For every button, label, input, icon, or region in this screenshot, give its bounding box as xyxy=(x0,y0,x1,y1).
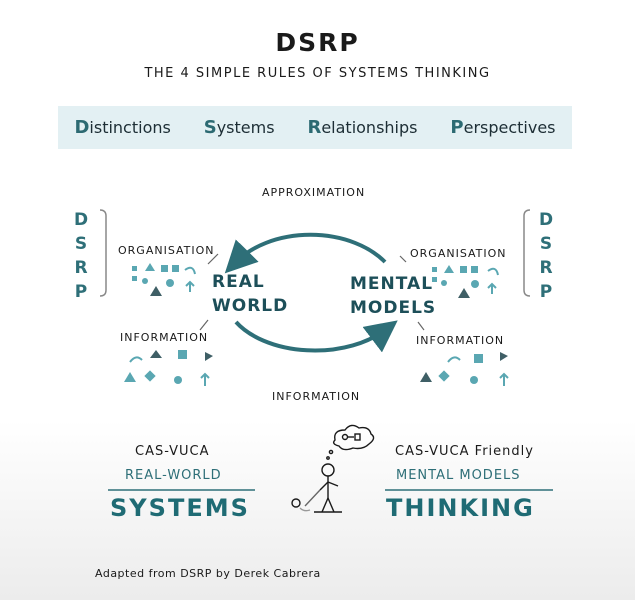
left-information-label: INFORMATION xyxy=(120,331,209,344)
cas-vuca-friendly-label: CAS-VUCA Friendly xyxy=(395,444,534,459)
left-dsrp-column: D S R P xyxy=(72,208,90,304)
right-organisation-shapes xyxy=(432,265,499,298)
cas-vuca-label: CAS-VUCA xyxy=(135,444,210,459)
left-organisation-shapes xyxy=(132,263,196,296)
right-bracket-icon xyxy=(523,209,531,297)
rule-relationships: Relationships xyxy=(307,117,418,138)
rule-systems: Systems xyxy=(203,117,275,138)
approximation-arrow xyxy=(224,232,387,274)
attribution-footer: Adapted from DSRP by Derek Cabrera xyxy=(95,567,321,580)
left-bracket-icon xyxy=(99,209,107,297)
right-information-label: INFORMATION xyxy=(416,334,505,347)
right-organisation-label: ORGANISATION xyxy=(410,247,507,260)
real-world-label: REAL-WORLD xyxy=(125,468,222,483)
left-information-shapes xyxy=(124,350,213,386)
real-world-title: REAL WORLD xyxy=(212,272,289,316)
page-title: DSRP xyxy=(275,28,360,57)
right-information-shapes xyxy=(420,352,509,386)
thinking-person-icon xyxy=(291,424,375,513)
rules-banner: Distinctions Systems Relationships Persp… xyxy=(58,106,572,149)
dsrp-letter: R xyxy=(539,258,553,278)
dsrp-letter: R xyxy=(74,258,88,278)
information-arrow xyxy=(234,320,398,353)
dsrp-letter: P xyxy=(74,282,88,302)
left-organisation-label: ORGANISATION xyxy=(118,244,215,257)
page-subtitle: THE 4 SIMPLE RULES OF SYSTEMS THINKING xyxy=(144,66,491,81)
systems-heading: SYSTEMS xyxy=(110,494,250,522)
rule-perspectives: Perspectives xyxy=(450,117,556,138)
dsrp-letter: S xyxy=(74,234,88,254)
mental-models-label: MENTAL MODELS xyxy=(396,468,521,483)
dsrp-letter: P xyxy=(539,282,553,302)
dsrp-letter: S xyxy=(539,234,553,254)
rule-distinctions: Distinctions xyxy=(74,117,171,138)
dsrp-letter: D xyxy=(538,210,554,230)
right-dsrp-column: D S R P xyxy=(537,208,555,304)
bottom-information-label: INFORMATION xyxy=(272,390,361,403)
mental-models-title: MENTAL MODELS xyxy=(350,274,437,318)
approximation-label: APPROXIMATION xyxy=(262,186,366,199)
thinking-heading: THINKING xyxy=(386,494,535,522)
dsrp-letter: D xyxy=(73,210,89,230)
